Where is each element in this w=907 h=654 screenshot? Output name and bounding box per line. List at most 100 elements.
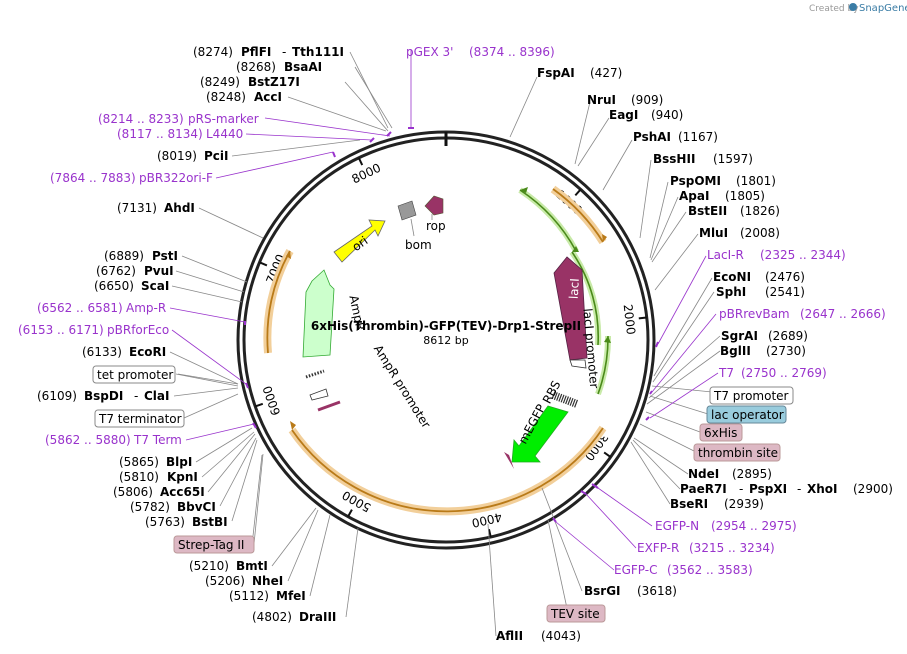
enzyme-name: KpnI [167, 470, 198, 484]
enzyme-name: NdeI [688, 467, 719, 481]
t7-promoter-box: T7 promoter [713, 389, 789, 403]
boxed-labels: tet promoter T7 terminator Strep-Tag II … [92, 365, 794, 623]
enzyme-name: BsrGI [584, 584, 621, 598]
scale-tick-mark [574, 188, 582, 197]
primer-range: (6153 .. 6171) [18, 323, 104, 337]
rbs-label: RBS [540, 378, 564, 406]
primer-range: (2647 .. 2666) [800, 307, 886, 321]
enzyme-pos: (2895) [732, 467, 772, 481]
scale-tick-label: 6000 [260, 384, 283, 417]
enzyme-name: BbvCI [177, 500, 216, 514]
enzyme-name: BglII [720, 344, 751, 358]
enzyme-pos: (5112) [229, 589, 269, 603]
enzyme-pos: (2008) [740, 226, 780, 240]
green-arcs [518, 187, 612, 396]
scale-tick-mark [254, 402, 264, 408]
enzyme-sep: - [134, 389, 138, 403]
enzyme-name: BseRI [670, 497, 708, 511]
enzyme-sep: - [739, 482, 743, 496]
megfp-feature: mEGFP RBS [504, 378, 579, 469]
enzyme-name: EcoNI [713, 270, 751, 284]
enzyme-pos: (2730) [766, 344, 806, 358]
enzyme-name: BspDI [84, 389, 123, 403]
plasmid-name: 6xHis(Thrombin)-GFP(TEV)-Drp1-StrepII [311, 319, 581, 333]
orf-arcs [263, 185, 607, 516]
primer-range: (2750 .. 2769) [741, 366, 827, 380]
laci-feature: lacI lacI promoter [553, 256, 601, 389]
enzyme-name: BstZ17I [248, 75, 300, 89]
enzyme-pos: (5806) [113, 485, 153, 499]
enzyme-pos: (2689) [768, 329, 808, 343]
laci-promoter-label: lacI promoter [580, 308, 601, 389]
enzyme-name: BstEII [688, 204, 727, 218]
enzyme-name: BstBI [192, 515, 228, 529]
primer-name: pBRrevBam [719, 307, 790, 321]
enzyme-pos: (1805) [725, 189, 765, 203]
enzyme-pos: (5865) [119, 455, 159, 469]
ampr-feature: AmpR [302, 269, 368, 358]
enzyme-name: EagI [609, 108, 638, 122]
enzyme-pos: (2541) [765, 285, 805, 299]
bom-label: bom [405, 238, 432, 252]
enzyme-pos: (2939) [724, 497, 764, 511]
ampr-promoter-label: AmpR promoter [371, 342, 433, 430]
enzyme-pos: (4043) [541, 629, 581, 643]
primer-labels: pGEX 3' (8374 .. 8396) (8214 .. 8233) pR… [18, 45, 886, 577]
enzyme-name: XhoI [807, 482, 838, 496]
scale-tick-label: 4000 [470, 510, 503, 530]
enzyme-sep: - [282, 45, 286, 59]
ori-feature: ori [333, 219, 386, 263]
backbone [236, 130, 656, 550]
primer-name: T7 Term [133, 433, 182, 447]
enzyme-pos: (8248) [206, 90, 246, 104]
enzyme-pos: (8268) [236, 60, 276, 74]
enzyme-name: PflFI [241, 45, 271, 59]
enzyme-pos: (940) [651, 108, 683, 122]
primer-name: EXFP-R [637, 541, 679, 555]
enzyme-name: PciI [204, 149, 229, 163]
primer-name: pGEX 3' [406, 45, 453, 59]
primer-name: LacI-R [707, 248, 744, 262]
enzyme-name: PspOMI [670, 174, 721, 188]
enzyme-pos: (1167) [678, 130, 718, 144]
enzyme-pos: (5206) [205, 574, 245, 588]
enzyme-pos: (1597) [713, 152, 753, 166]
scale-tick-mark [487, 528, 492, 538]
enzyme-name: MfeI [276, 589, 306, 603]
enzyme-name: DraIII [299, 610, 336, 624]
enzyme-name: BsaAI [284, 60, 322, 74]
enzyme-pos: (8249) [200, 75, 240, 89]
enzyme-name: PspXI [749, 482, 787, 496]
plasmid-size: 8612 bp [423, 334, 468, 347]
primer-range: (3562 .. 3583) [667, 563, 753, 577]
scale-tick-mark [603, 451, 612, 458]
enzyme-name: FspAI [537, 66, 575, 80]
scale-tick-mark [638, 316, 647, 320]
enzyme-pos: (5810) [119, 470, 159, 484]
enzyme-name: EcoRI [129, 345, 166, 359]
scale-tick-label: 2000 [621, 303, 638, 335]
enzyme-name: PshAI [633, 130, 671, 144]
scale-tick-mark [347, 509, 353, 518]
enzyme-name: PaeR7I [680, 482, 727, 496]
his6-box: 6xHis [704, 426, 737, 440]
enzyme-name: MluI [699, 226, 728, 240]
tev-site-box: TEV site [550, 607, 600, 621]
primer-range: (2325 .. 2344) [760, 248, 846, 262]
enzyme-name: BssHII [653, 152, 695, 166]
snapgene-logo-icon [849, 3, 857, 11]
scale-tick-mark [357, 157, 364, 166]
rop-label: rop [426, 219, 446, 233]
enzyme-name: Tth111I [292, 45, 344, 59]
scale-tick-mark [259, 261, 268, 267]
enzyme-name: BmtI [236, 559, 268, 573]
enzyme-pos: (6133) [82, 345, 122, 359]
enzyme-labels-left: (8274) PflFI - Tth111I (8268) BsaAI (824… [37, 45, 344, 624]
credit-text: Created by [809, 4, 859, 14]
enzyme-name: NheI [252, 574, 283, 588]
enzyme-name: PstI [152, 249, 178, 263]
enzyme-pos: (5210) [189, 559, 229, 573]
enzyme-labels-right: FspAI (427) NruI (909) EagI (940) PshAI … [496, 66, 893, 643]
enzyme-pos: (6650) [94, 279, 134, 293]
tet-promoter-box: tet promoter [97, 368, 173, 382]
